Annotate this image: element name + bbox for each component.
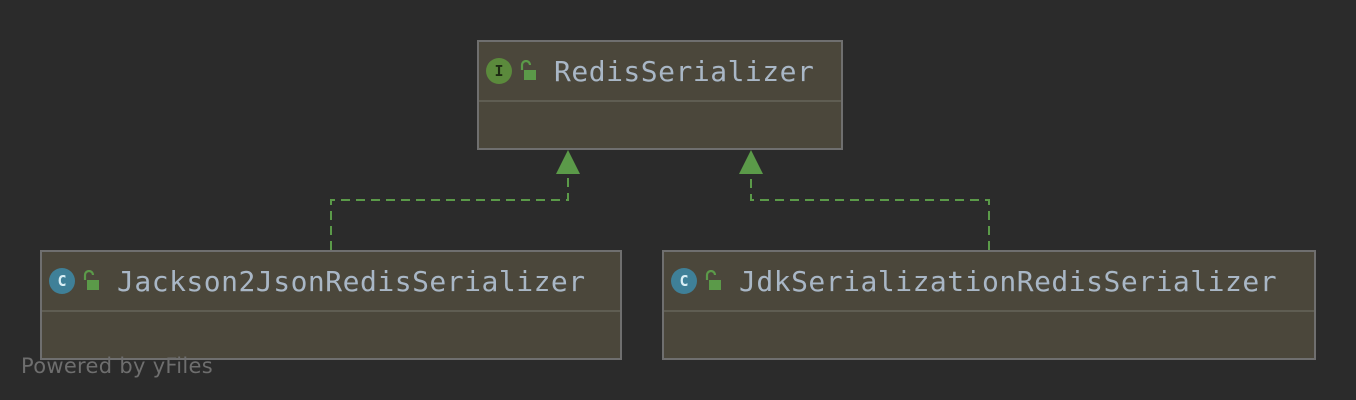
edge-jdk-serialization-to-redis-serializer [750, 170, 990, 250]
node-name: Jackson2JsonRedisSerializer [117, 264, 586, 298]
arrowhead-jackson2json [556, 150, 580, 174]
unlocked-icon [83, 270, 99, 290]
interface-badge-icon: I [486, 58, 512, 84]
node-header: I RedisSerializer [479, 42, 841, 102]
node-header: C Jackson2JsonRedisSerializer [42, 252, 620, 312]
edge-jackson2json-to-redis-serializer [330, 170, 569, 250]
node-header: C JdkSerializationRedisSerializer [664, 252, 1314, 312]
node-jdk-serialization-redis-serializer[interactable]: C JdkSerializationRedisSerializer [662, 250, 1316, 360]
unlocked-icon [705, 270, 721, 290]
arrowhead-jdk-serialization [739, 150, 763, 174]
watermark: Powered by yFiles [21, 354, 213, 378]
node-name: RedisSerializer [554, 54, 815, 88]
node-name: JdkSerializationRedisSerializer [739, 264, 1278, 298]
unlocked-icon [520, 60, 536, 80]
node-redis-serializer[interactable]: I RedisSerializer [477, 40, 843, 150]
node-jackson2json-redis-serializer[interactable]: C Jackson2JsonRedisSerializer [40, 250, 622, 360]
class-badge-icon: C [671, 268, 697, 294]
class-badge-icon: C [49, 268, 75, 294]
